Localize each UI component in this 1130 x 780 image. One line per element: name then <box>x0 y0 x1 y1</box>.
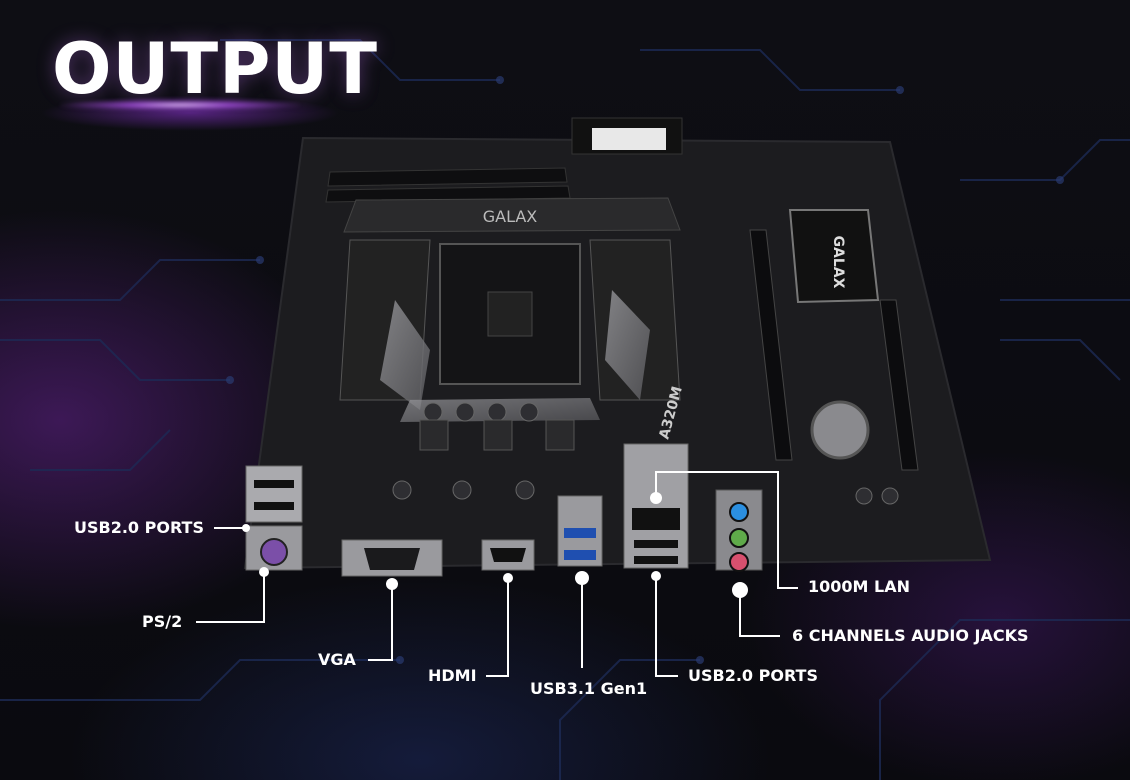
usb20-left-port <box>254 502 294 510</box>
usb31-port <box>564 528 596 538</box>
chipset-heatsink <box>788 209 880 304</box>
usb31-port <box>564 550 596 560</box>
label-ps2: PS/2 <box>142 612 183 631</box>
label-audio: 6 CHANNELS AUDIO JACKS <box>792 626 1029 645</box>
callout-dot <box>386 578 398 590</box>
usb20-right-port <box>634 540 678 548</box>
callout-dot <box>242 524 250 532</box>
galax-plate <box>343 197 681 233</box>
hdmi-housing <box>481 539 535 571</box>
label-hdmi: HDMI <box>428 666 477 685</box>
ps2-port <box>260 538 288 566</box>
callout-dot <box>732 582 748 598</box>
callout-dot <box>650 492 662 504</box>
capacitor <box>519 402 539 422</box>
chipset-galax-text: GALAX <box>830 236 846 289</box>
choke <box>545 419 575 451</box>
capacitor <box>881 487 899 505</box>
audio-jack-blue <box>729 502 749 522</box>
callout-line-audio <box>739 590 780 637</box>
capacitor <box>455 402 475 422</box>
label-usb31: USB3.1 Gen1 <box>530 679 648 698</box>
pcie-slot <box>749 229 793 461</box>
pcie-slot <box>879 299 919 471</box>
lan-port <box>632 508 680 530</box>
usb20-right-port <box>634 556 678 564</box>
heatsink-accent <box>605 290 650 400</box>
title-underline-glow <box>60 100 300 110</box>
heatsink-accent <box>380 300 430 410</box>
callout-dot <box>651 571 661 581</box>
capacitor <box>855 487 873 505</box>
ram-slot <box>325 185 571 203</box>
callout-line-hdmi <box>486 578 509 677</box>
usb20-left-stack <box>245 465 303 523</box>
vga-port <box>364 548 420 570</box>
callout-dot <box>503 573 513 583</box>
label-usb20-right: USB2.0 PORTS <box>688 666 818 685</box>
hdmi-port <box>490 548 526 562</box>
callout-line-vga <box>368 584 393 661</box>
cmos-battery <box>810 400 870 460</box>
audio-jack-green <box>729 528 749 548</box>
page-title: OUTPUT <box>52 28 378 110</box>
label-usb20-left: USB2.0 PORTS <box>74 518 204 537</box>
callout-dot <box>575 571 589 585</box>
galax-plate-text: GALAX <box>483 207 538 226</box>
label-lan: 1000M LAN <box>808 577 910 596</box>
callout-dot <box>259 567 269 577</box>
callout-line-usb20-right <box>655 576 678 677</box>
callout-line-lan <box>655 471 798 589</box>
choke <box>419 419 449 451</box>
capacitor <box>515 480 535 500</box>
callout-line-ps2 <box>196 572 265 623</box>
capacitor <box>392 480 412 500</box>
label-vga: VGA <box>318 650 356 669</box>
choke <box>483 419 513 451</box>
capacitor <box>452 480 472 500</box>
audio-jack-pink <box>729 552 749 572</box>
barcode-sticker <box>592 128 666 150</box>
cpu-socket-center <box>487 291 533 337</box>
ram-slot <box>327 167 568 187</box>
usb20-left-port <box>254 480 294 488</box>
